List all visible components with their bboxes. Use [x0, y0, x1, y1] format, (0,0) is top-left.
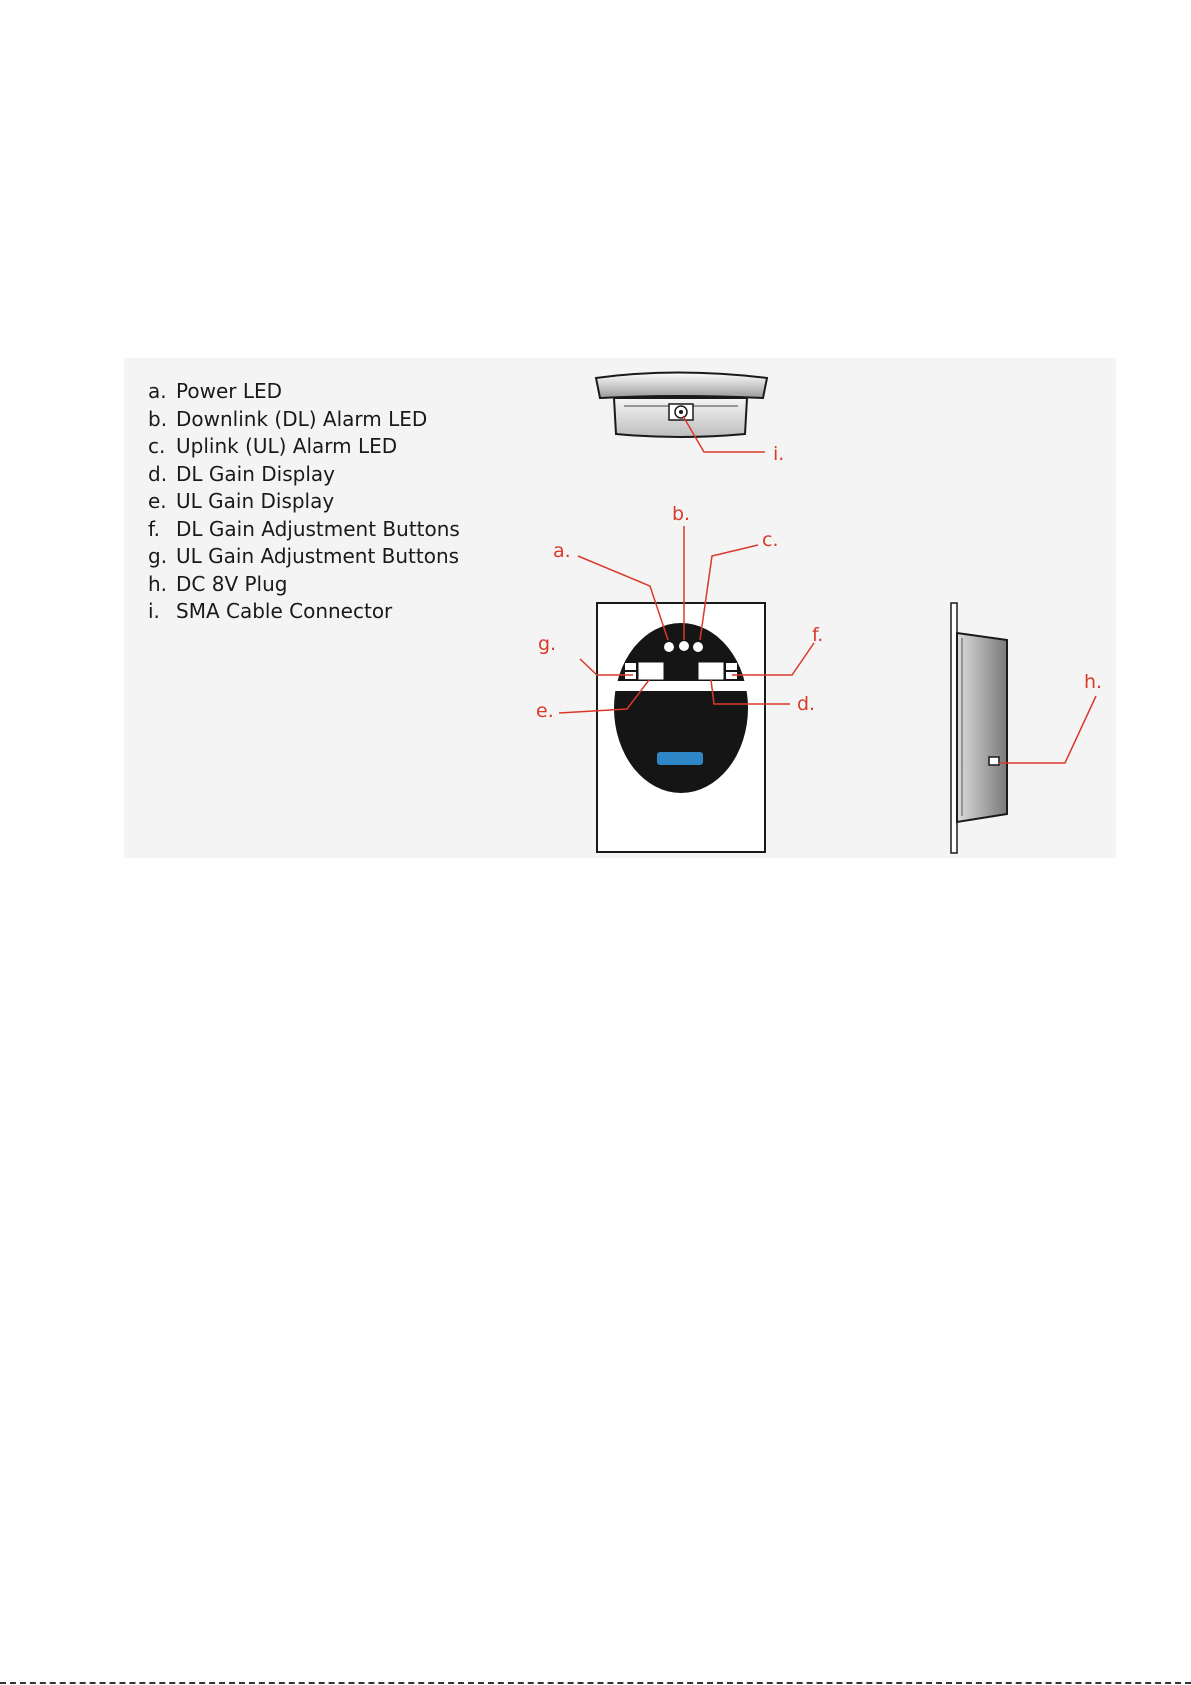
callout-label-d: d.: [797, 693, 815, 715]
callout-line-h: [999, 696, 1096, 763]
dc-plug: [989, 757, 999, 765]
callout-label-a: a.: [553, 540, 571, 562]
top-view-cap: [596, 373, 767, 399]
side-view: [951, 603, 1007, 853]
callout-label-h: h.: [1084, 671, 1102, 693]
ul-gain-up-button: [625, 663, 636, 670]
front-view: [597, 603, 765, 852]
callout-label-b: b.: [672, 503, 690, 525]
callout-label-c: c.: [762, 529, 779, 551]
callout-label-g: g.: [538, 633, 556, 655]
control-face-divider: [609, 681, 753, 691]
sma-connector-pin: [679, 410, 683, 414]
ul-alarm-led: [693, 642, 703, 652]
brand-logo: [657, 752, 703, 765]
dl-gain-display: [698, 662, 724, 680]
callout-label-f: f.: [812, 624, 823, 646]
dl-alarm-led: [679, 641, 689, 651]
callout-label-i: i.: [773, 443, 784, 465]
top-view: [596, 373, 767, 438]
dl-gain-up-button: [726, 663, 737, 670]
callout-label-e: e.: [536, 700, 554, 722]
power-led: [664, 642, 674, 652]
side-view-body: [957, 633, 1007, 822]
ul-gain-display: [638, 662, 664, 680]
page-bottom-rule: [0, 1682, 1191, 1684]
